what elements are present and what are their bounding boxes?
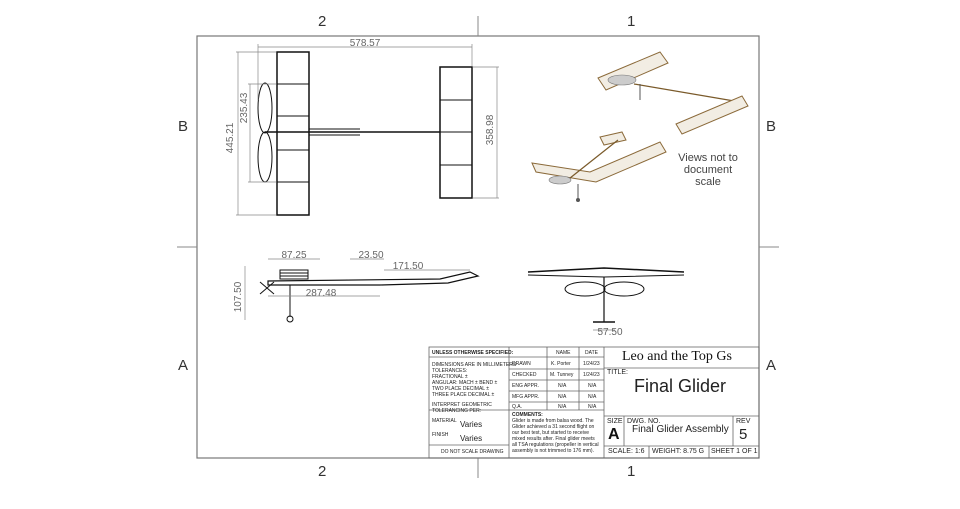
front-view — [527, 267, 685, 323]
zone-label-right-b: B — [766, 118, 777, 135]
top-view-dimension-lines — [236, 44, 499, 216]
isometric-render-bottom — [531, 131, 667, 202]
tb-material-label: MATERIAL — [432, 418, 457, 424]
tb-material-value: Varies — [460, 420, 483, 429]
tb-fractional: FRACTIONAL ± — [432, 374, 468, 380]
zone-ticks — [177, 16, 779, 478]
zone-label-bottom-1: 1 — [627, 463, 636, 480]
zone-label-left-b: B — [178, 118, 189, 135]
isometric-render-top — [597, 51, 749, 135]
tb-row-date: 1/24/23 — [583, 361, 600, 367]
side-view-dimension-lines — [244, 258, 470, 320]
zone-label-bottom-2: 2 — [318, 463, 327, 480]
tb-row-role: CHECKED — [512, 372, 537, 378]
tb-dwg-label: DWG. NO. — [627, 418, 661, 425]
dim-side-b: 23.50 — [358, 250, 383, 261]
tb-row-role: ENG APPR. — [512, 383, 539, 389]
tb-size: A — [608, 426, 620, 443]
tb-comment-line: Glider is made from balsa wood. The — [512, 418, 594, 424]
tb-scale: SCALE: 1:6 — [608, 448, 645, 455]
tb-row-date: N/A — [588, 383, 597, 389]
tb-row-date: N/A — [588, 404, 597, 410]
tb-comment-line: assembly is not trimmed to 176 mm). — [512, 448, 594, 454]
tb-row-name: K. Porter — [551, 361, 571, 367]
tb-company: Leo and the Top Gs — [622, 349, 732, 364]
zone-label-top-2: 2 — [318, 13, 327, 30]
tb-tolerances: TOLERANCES: — [432, 368, 468, 374]
dim-front-a: 57.50 — [597, 327, 622, 338]
dim-left-inner: 235.43 — [239, 92, 250, 123]
tb-dims: DIMENSIONS ARE IN MILLIMETERS — [432, 362, 517, 368]
dim-side-c: 171.50 — [393, 261, 424, 272]
title-block-grid — [428, 346, 760, 459]
tb-row-name: N/A — [558, 394, 567, 400]
tb-rev: 5 — [739, 426, 748, 443]
tb-row-name: M. Tunney — [550, 372, 574, 378]
tb-comments-label: COMMENTS: — [512, 412, 543, 418]
dim-left-outer: 445.21 — [225, 122, 236, 153]
tb-three-place: THREE PLACE DECIMAL ± — [432, 392, 495, 398]
tb-row-name: N/A — [558, 383, 567, 389]
tb-rev-label: REV — [736, 418, 751, 425]
zone-label-top-1: 1 — [627, 13, 636, 30]
tb-angular: ANGULAR: MACH ± BEND ± — [432, 380, 498, 386]
zone-label-left-a: A — [178, 357, 189, 374]
scale-note: Views not to document scale — [678, 152, 738, 188]
tb-row-name: N/A — [558, 404, 567, 410]
dim-side-d: 287.48 — [306, 288, 337, 299]
dim-side-a: 87.25 — [281, 250, 306, 261]
tb-comment-line: our best test, but started to receive — [512, 430, 589, 436]
dim-top-width: 578.57 — [350, 38, 381, 49]
tb-comment-line: Glider achieved a 31 second flight on — [512, 424, 595, 430]
tb-col-date: DATE — [585, 350, 598, 356]
tb-interpret: INTERPRET GEOMETRIC TOLERANCING PER: — [432, 402, 492, 414]
tb-finish-label: FINISH — [432, 432, 449, 438]
tb-two-place: TWO PLACE DECIMAL ± — [432, 386, 490, 392]
top-view — [257, 51, 473, 216]
tb-title: Final Glider — [634, 376, 727, 396]
dim-side-e: 107.50 — [233, 281, 244, 312]
dim-right-height: 358.98 — [485, 114, 496, 145]
zone-label-right-a: A — [766, 357, 777, 374]
tb-row-role: MFG APPR. — [512, 394, 540, 400]
tb-row-date: 1/24/23 — [583, 372, 600, 378]
tb-comment-line: all TSA regulations (propeller in vertic… — [512, 442, 599, 448]
tb-finish-value: Varies — [460, 434, 483, 443]
tb-row-date: N/A — [588, 394, 597, 400]
tb-col-name: NAME — [556, 350, 571, 356]
tb-dwg-no: Final Glider Assembly — [632, 424, 729, 435]
tb-do-not-scale: DO NOT SCALE DRAWING — [441, 449, 504, 455]
tb-sheet: SHEET 1 OF 1 — [711, 448, 758, 455]
tb-size-label: SIZE — [607, 418, 623, 425]
tb-comment-line: mixed results after. Final glider meets — [512, 436, 595, 442]
tb-weight: WEIGHT: 8.75 G — [652, 448, 705, 455]
tb-title-label: TITLE: — [607, 369, 629, 376]
tb-row-role: DRAWN — [512, 361, 531, 367]
side-view — [259, 269, 480, 323]
tb-unless: UNLESS OTHERWISE SPECIFIED: — [432, 350, 514, 356]
tb-row-role: Q.A. — [512, 404, 523, 410]
